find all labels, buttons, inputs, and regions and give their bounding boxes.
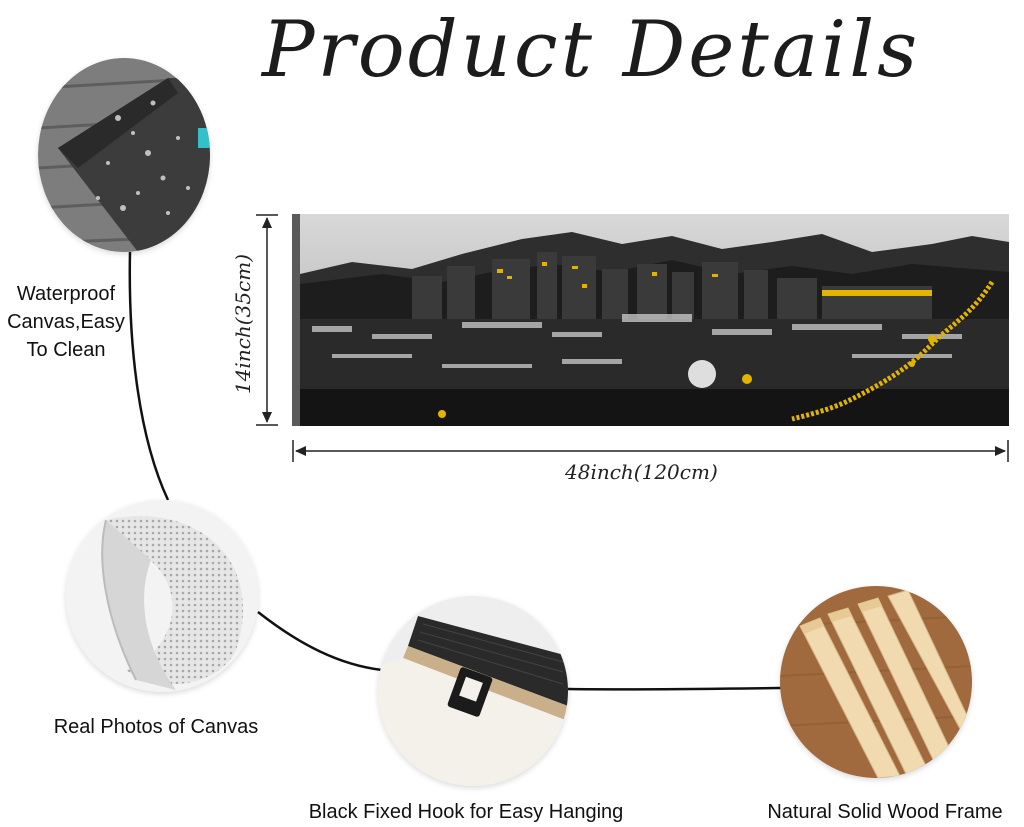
canvas-texture-photo xyxy=(66,500,258,692)
connector-waterproof-to-canvas xyxy=(128,251,170,501)
waterproof-label: Waterproof Canvas,Easy To Clean xyxy=(0,280,132,364)
connector-canvas-to-hook xyxy=(257,611,383,672)
waterproof-label-line-1: Waterproof xyxy=(16,283,116,305)
wood-frame-label: Natural Solid Wood Frame xyxy=(767,801,1003,823)
hook-photo xyxy=(378,596,568,786)
width-label: 48inch(120cm) xyxy=(565,460,718,484)
hook-label: Black Fixed Hook for Easy Hanging xyxy=(308,801,624,823)
height-dimension-arrow xyxy=(256,214,278,426)
height-label: 14inch(35cm) xyxy=(231,253,255,395)
width-dimension-arrow xyxy=(292,440,1009,462)
page-title: Product Details xyxy=(262,5,921,95)
wood-frame-photo xyxy=(780,586,972,778)
real-photos-label: Real Photos of Canvas xyxy=(53,716,259,738)
waterproof-label-line-3: To Clean xyxy=(26,339,106,361)
canvas-print-image xyxy=(292,214,1009,426)
waterproof-photo xyxy=(38,58,210,252)
waterproof-label-line-2: Canvas,Easy xyxy=(7,311,125,333)
connector-hook-to-frame xyxy=(567,686,783,691)
